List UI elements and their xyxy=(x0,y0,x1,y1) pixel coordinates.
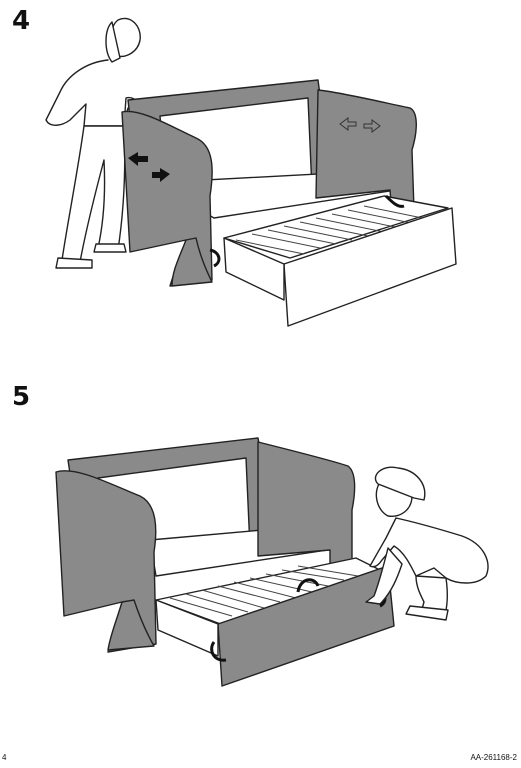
step-5-number: 5 xyxy=(12,382,31,412)
document-code: AA-261168-2 xyxy=(470,753,517,762)
pull-out-bed xyxy=(155,557,395,687)
step-4-number: 4 xyxy=(12,6,31,36)
tuck-arrow-icon xyxy=(209,194,405,268)
person-figure xyxy=(45,17,159,269)
right-armrest xyxy=(315,89,417,215)
pull-out-bed xyxy=(223,195,457,327)
step-4-illustration xyxy=(45,17,457,327)
pull-arrows-icon xyxy=(128,152,170,182)
page-number: 4 xyxy=(2,753,7,762)
right-armrest xyxy=(257,441,356,585)
step-5-illustration xyxy=(55,437,489,687)
person-figure xyxy=(365,466,489,621)
double-arrow-icon xyxy=(339,117,381,133)
